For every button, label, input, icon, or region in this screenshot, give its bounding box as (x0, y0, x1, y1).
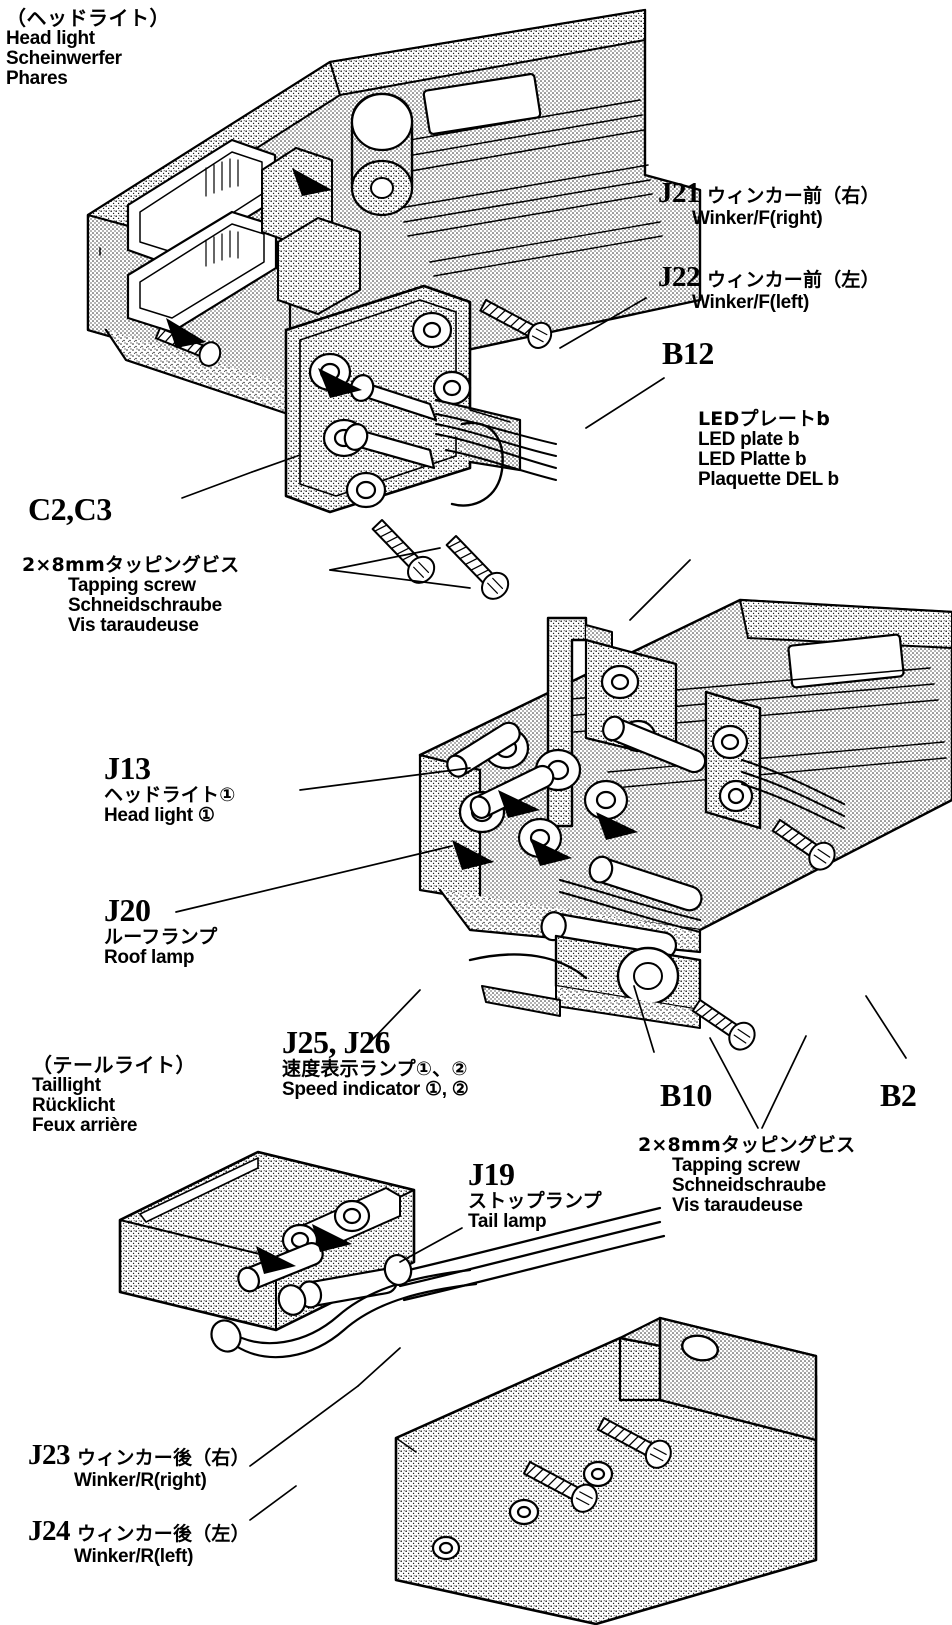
leader-lines (175, 297, 907, 1521)
section-header-headlight: （ヘッドライト） Head light Scheinwerfer Phares (6, 8, 170, 89)
led-plate-b-de: LED Platte b (698, 448, 807, 470)
j25-j26-jp: 速度表示ランプ①、② (282, 1057, 468, 1080)
b12-code: B12 (662, 335, 714, 371)
callout-j19: J19 ストップランプ Tail lamp (468, 1156, 602, 1232)
screw-bottom-en: Tapping screw (672, 1154, 800, 1176)
j20-code: J20 (104, 892, 151, 928)
j23-en: Winker/R(right) (74, 1470, 207, 1492)
j21-jp: ウィンカー前（右） (707, 185, 880, 207)
j21-en: Winker/F(right) (692, 208, 823, 230)
taillight-en: Taillight (32, 1075, 101, 1096)
callout-j13: J13 ヘッドライト① Head light ① (104, 750, 236, 826)
j25-j26-en: Speed indicator ①, ② (282, 1078, 469, 1100)
section-header-taillight: （テールライト） Taillight Rücklicht Feux arrièr… (32, 1055, 196, 1136)
assembly-arrows-top (166, 168, 362, 398)
j20-en: Roof lamp (104, 946, 195, 968)
callout-b10: B10 (660, 1078, 712, 1113)
tapping-screws-top (154, 299, 553, 600)
headlight-de: Scheinwerfer (6, 47, 122, 69)
j13-code: J13 (104, 750, 151, 786)
mount-bracket (394, 1316, 818, 1625)
cylinder-roof-lamp (350, 92, 414, 217)
headlight-jp: （ヘッドライト） (6, 6, 170, 30)
j22-code: J22 (658, 261, 701, 293)
headlight-fr: Phares (6, 67, 68, 89)
j25-j26-code: J25, J26 (282, 1024, 391, 1060)
j19-jp: ストップランプ (468, 1189, 602, 1212)
taillight-jp: （テールライト） (32, 1053, 196, 1077)
screw-bottom-fr: Vis taraudeuse (672, 1194, 803, 1216)
callout-j24: J24 ウィンカー後（左） Winker/R(left) (28, 1515, 250, 1568)
j22-en: Winker/F(left) (692, 292, 810, 314)
j23-jp: ウィンカー後（右） (77, 1447, 250, 1469)
callout-j23: J23 ウィンカー後（右） Winker/R(right) (28, 1439, 250, 1492)
j19-code: J19 (468, 1156, 515, 1192)
b2-code: B2 (880, 1077, 917, 1113)
screw-top-jp: 2×8mmタッピングビス (22, 554, 240, 576)
callout-c2-c3: C2,C3 (28, 492, 112, 527)
screw-top-en: Tapping screw (68, 574, 196, 596)
callout-j20: J20 ルーフランプ Roof lamp (104, 892, 218, 968)
j24-code: J24 (28, 1515, 71, 1547)
knob-part-b10 (554, 934, 702, 1029)
callout-tapping-screw-top: 2×8mmタッピングビス Tapping screw Schneidschrau… (22, 554, 240, 636)
j20-jp: ルーフランプ (104, 925, 218, 948)
j24-en: Winker/R(left) (74, 1546, 194, 1568)
callout-tapping-screw-bottom: 2×8mmタッピングビス Tapping screw Schneidschrau… (638, 1134, 856, 1216)
callout-led-plate-b: LEDプレートb LED plate b LED Platte b Plaque… (698, 408, 839, 490)
j19-en: Tail lamp (468, 1210, 547, 1232)
j24-jp: ウィンカー後（左） (77, 1523, 250, 1545)
j13-jp: ヘッドライト① (104, 783, 236, 806)
j22-jp: ウィンカー前（左） (707, 269, 880, 291)
led-plate-b-en: LED plate b (698, 428, 800, 450)
led-bulbs-upper (343, 374, 438, 470)
tapping-screws-middle (691, 819, 836, 1051)
headlight-en: Head light (6, 28, 95, 49)
led-bulbs-middle (446, 715, 707, 960)
led-plate-b-part (284, 284, 557, 514)
taillight-fr: Feux arrière (32, 1114, 138, 1136)
callout-j21: J21 ウィンカー前（右） Winker/F(right) (658, 177, 880, 230)
b10-code: B10 (660, 1077, 712, 1113)
led-plate-b-jp: LEDプレートb (698, 408, 831, 430)
screw-bottom-jp: 2×8mmタッピングビス (638, 1134, 856, 1156)
callout-b2: B2 (880, 1077, 917, 1113)
taillight-de: Rücklicht (32, 1094, 115, 1116)
callout-j25-j26: J25, J26 速度表示ランプ①、② Speed indicator ①, ② (282, 1024, 469, 1100)
c2-c3-code: C2,C3 (28, 491, 112, 527)
callout-j22: J22 ウィンカー前（左） Winker/F(left) (658, 261, 880, 314)
assembly-arrows-middle (452, 790, 638, 870)
j23-code: J23 (28, 1439, 71, 1471)
body-shell-front (86, 8, 702, 420)
taillight-housing (118, 1150, 666, 1359)
j13-en: Head light ① (104, 804, 215, 826)
callout-b12: B12 (662, 336, 714, 371)
j21-code: J21 (658, 177, 701, 209)
screw-bottom-de: Schneidschraube (672, 1174, 826, 1196)
screw-top-de: Schneidschraube (68, 594, 222, 616)
led-assembly-middle (446, 616, 845, 1029)
led-plate-b-fr: Plaquette DEL b (698, 468, 839, 490)
screw-top-fr: Vis taraudeuse (68, 614, 199, 636)
